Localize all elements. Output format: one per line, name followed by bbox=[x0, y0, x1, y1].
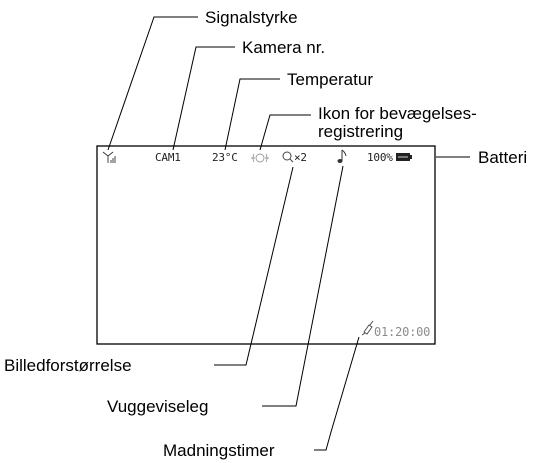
motion-detection-label-line1: Ikon for bevægelses- bbox=[318, 104, 477, 123]
camera-leader-line bbox=[172, 46, 235, 151]
music-note-icon bbox=[337, 149, 347, 163]
camera-id-readout: CAM1 bbox=[155, 151, 181, 164]
feeding-timer-leader-line bbox=[314, 336, 360, 451]
motion-leader-line bbox=[259, 114, 311, 151]
motion-icon bbox=[251, 153, 269, 163]
zoom-leader-line bbox=[214, 166, 294, 366]
zoom-label: Billedforstørrelse bbox=[4, 356, 132, 375]
temperature-label: Temperatur bbox=[287, 70, 373, 89]
temperature-readout: 23°C bbox=[212, 151, 238, 164]
feeding-timer-label: Madningstimer bbox=[163, 441, 275, 460]
signal-icon bbox=[102, 151, 116, 163]
signal-leader-line bbox=[107, 16, 198, 151]
motion-detection-label-line2: registrering bbox=[318, 122, 404, 141]
feeding-timer-readout: 01:20:00 bbox=[374, 325, 431, 339]
motion-detection-label: Ikon for bevægelses- registrering bbox=[318, 105, 477, 141]
bottle-icon bbox=[361, 320, 374, 336]
lullaby-leader-line bbox=[262, 165, 344, 407]
zoom-readout: ×2 bbox=[294, 151, 307, 164]
lullaby-label: Vuggeviseleg bbox=[107, 397, 209, 416]
temperature-leader-line bbox=[224, 78, 280, 151]
monitor-screen-frame bbox=[96, 145, 436, 345]
battery-label: Batteri bbox=[478, 148, 528, 167]
magnifier-icon bbox=[282, 151, 294, 163]
camera-number-label: Kamera nr. bbox=[242, 38, 326, 57]
battery-icon bbox=[396, 153, 412, 161]
signal-strength-label: Signalstyrke bbox=[205, 8, 298, 27]
battery-readout: 100% bbox=[367, 151, 393, 164]
